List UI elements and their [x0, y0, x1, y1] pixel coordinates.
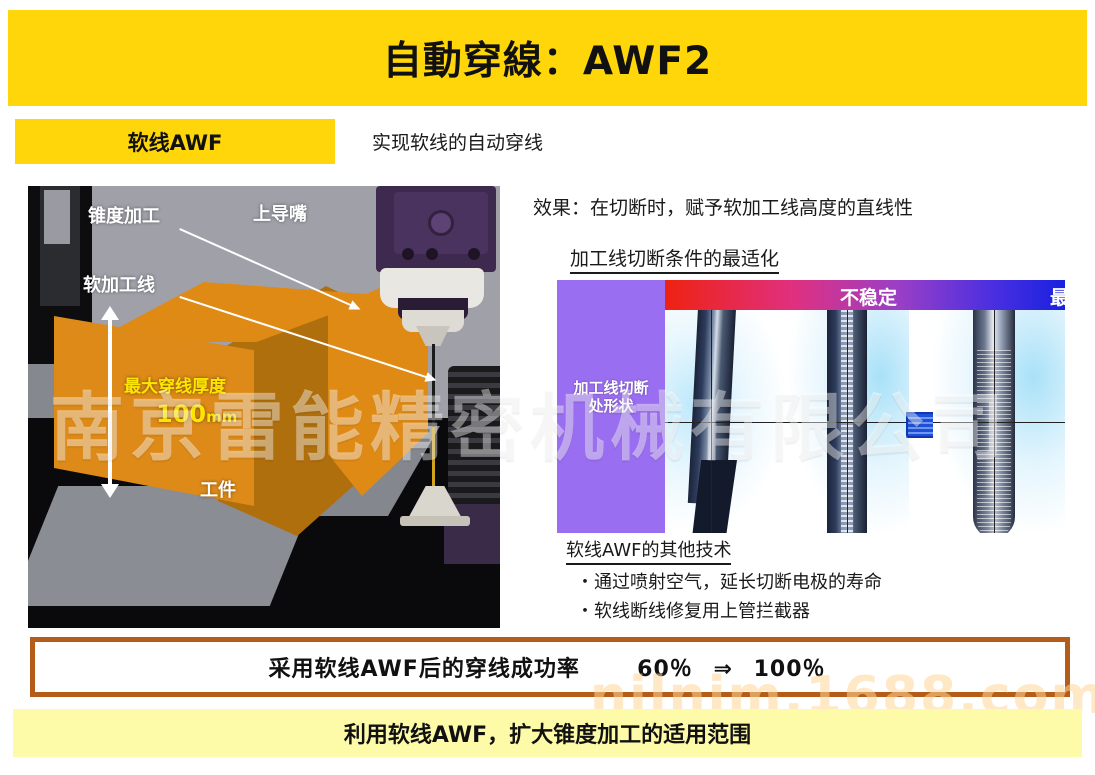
- render-label-upper-guide: 上导嘴: [253, 204, 307, 225]
- success-rate-box: 采用软线AWF后的穿线成功率 60％ ⇒ 100％: [30, 637, 1070, 697]
- photo-axis-v-2: [847, 310, 848, 533]
- section-description: 实现软线的自动穿线: [372, 132, 544, 154]
- photo-axis-v-3: [994, 310, 995, 533]
- other-tech-bullet-1: ・通过喷射空气，延长切断电极的寿命: [576, 572, 882, 593]
- thickness-dimension-arrow: [101, 306, 119, 498]
- wire-comparison-figure: 加工线切断 处形状 不稳定 最适化: [557, 280, 1069, 533]
- success-rate-arrow: ⇒: [713, 657, 733, 682]
- thickness-value-group: 100mm: [156, 400, 237, 428]
- figure-legend-text: 加工线切断 处形状: [557, 379, 665, 415]
- photo-axis-h-2: [789, 422, 909, 423]
- photo-axis-h-3: [933, 422, 1065, 423]
- wire-photo-unstable: [665, 310, 789, 533]
- condition-gradient-bar: 不稳定 最适化: [665, 280, 1069, 363]
- wire-photo-strip: [665, 310, 1065, 533]
- upper-guide-nozzle: [416, 326, 450, 346]
- figure-legend-line-1: 加工线切断: [573, 379, 649, 397]
- footer-banner: 利用软线AWF，扩大锥度加工的适用范围: [13, 709, 1082, 757]
- footer-text: 利用软线AWF，扩大锥度加工的适用范围: [343, 723, 752, 748]
- render-label-soft-wire: 软加工线: [83, 275, 155, 296]
- photo-axis-v-1: [711, 310, 712, 533]
- render-head-knob: [428, 210, 454, 236]
- wire-photo-intermediate: [789, 310, 909, 533]
- thickness-caption: 最大穿线厚度: [124, 377, 226, 397]
- success-rate-before: 60％: [637, 657, 693, 682]
- other-tech-heading: 软线AWF的其他技术: [566, 536, 732, 565]
- render-bellows: [448, 366, 500, 516]
- slide-title-bar: 自動穿線：AWF2: [8, 10, 1087, 106]
- section-tab-label: 软线AWF: [127, 130, 223, 155]
- optimization-heading: 加工线切断条件的最适化: [570, 244, 780, 274]
- render-head-bolt-2: [426, 248, 438, 260]
- photo-axis-h-1: [665, 422, 789, 423]
- success-rate-after: 100％: [753, 657, 826, 682]
- render-label-taper: 锥度加工: [88, 206, 160, 227]
- wire-electrode: [432, 344, 435, 494]
- page-title: 自動穿線：AWF2: [382, 39, 713, 84]
- render-head-bolt-1: [402, 248, 414, 260]
- section-tab-soft-wire-awf[interactable]: 软线AWF: [15, 119, 335, 164]
- gradient-label-unstable: 不稳定: [840, 287, 898, 309]
- figure-legend-panel: 加工线切断 处形状: [557, 280, 665, 533]
- figure-legend-line-2: 处形状: [588, 396, 634, 415]
- render-column-plate: [44, 190, 70, 244]
- success-rate-label: 采用软线AWF后的穿线成功率: [268, 657, 580, 682]
- success-rate-text: 采用软线AWF后的穿线成功率 60％ ⇒ 100％: [268, 651, 831, 683]
- render-head-bolt-3: [468, 248, 480, 260]
- lower-guide-base: [400, 516, 470, 526]
- thickness-unit: mm: [206, 408, 238, 426]
- thickness-value: 100: [156, 400, 207, 428]
- other-tech-bullet-2: ・软线断线修复用上管拦截器: [576, 601, 810, 622]
- render-label-workpiece: 工件: [200, 480, 236, 501]
- machine-render-image: 锥度加工 上导嘴 软加工线 工件 最大穿线厚度 100mm: [28, 186, 500, 628]
- effect-statement: 效果：在切断时，赋予软加工线高度的直线性: [533, 197, 914, 219]
- wire-photo-optimal: [933, 310, 1065, 533]
